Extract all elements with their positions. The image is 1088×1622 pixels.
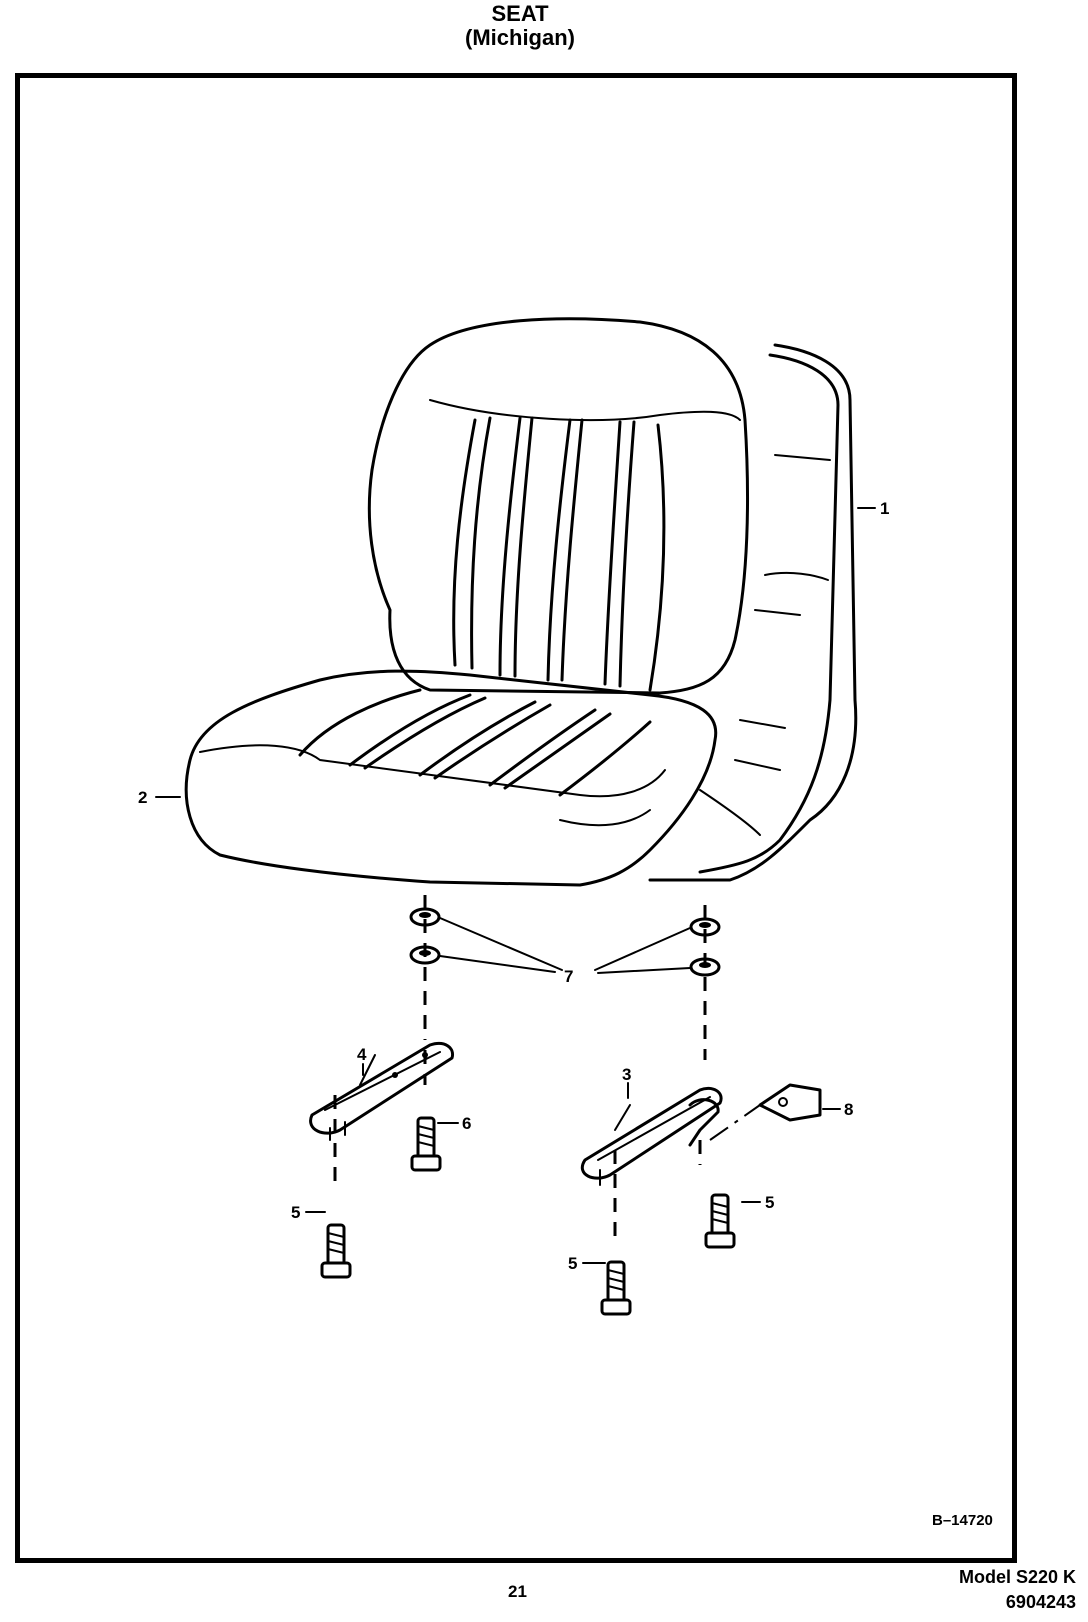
- right-slide-rail: [581, 1086, 723, 1186]
- diagram-frame: [15, 73, 1017, 1563]
- bolt-5-right: [704, 1193, 736, 1249]
- model-info: Model S220 K 6904243: [959, 1565, 1076, 1615]
- callout-7: 7: [564, 967, 573, 986]
- bolts: [320, 1116, 736, 1316]
- callout-leaders: [155, 507, 876, 1264]
- callout-labels: 1 2 3 4 5 5 5 6 7 8: [138, 499, 889, 1273]
- callout-5c: 5: [568, 1254, 577, 1273]
- part-number: 6904243: [1005, 1592, 1076, 1612]
- page-subtitle: (Michigan): [465, 25, 575, 50]
- seat-backrest: [367, 317, 750, 695]
- callout-1: 1: [880, 499, 889, 518]
- bolt-6: [410, 1116, 442, 1172]
- callout-8: 8: [844, 1100, 853, 1119]
- bolt-5-bottom: [600, 1260, 632, 1316]
- assembly-lines: [333, 895, 761, 1245]
- page-number: 21: [508, 1582, 527, 1601]
- callout-7-leaders: [439, 917, 691, 974]
- callout-3: 3: [622, 1065, 631, 1084]
- callout-2: 2: [138, 788, 147, 807]
- left-slide-rail: [309, 1042, 455, 1141]
- model-name: Model S220 K: [958, 1567, 1076, 1587]
- seat-cushion: [184, 669, 718, 887]
- bracket: [758, 1083, 822, 1122]
- callout-4: 4: [357, 1045, 367, 1064]
- callout-5b: 5: [765, 1193, 774, 1212]
- bolt-5-left: [320, 1223, 352, 1279]
- figure-id: B–14720: [932, 1512, 993, 1529]
- seat-shell: [648, 343, 858, 882]
- callout-5a: 5: [291, 1203, 300, 1222]
- isolator-washers: [409, 907, 721, 977]
- page-title: SEAT: [491, 1, 549, 26]
- callout-6: 6: [462, 1114, 471, 1133]
